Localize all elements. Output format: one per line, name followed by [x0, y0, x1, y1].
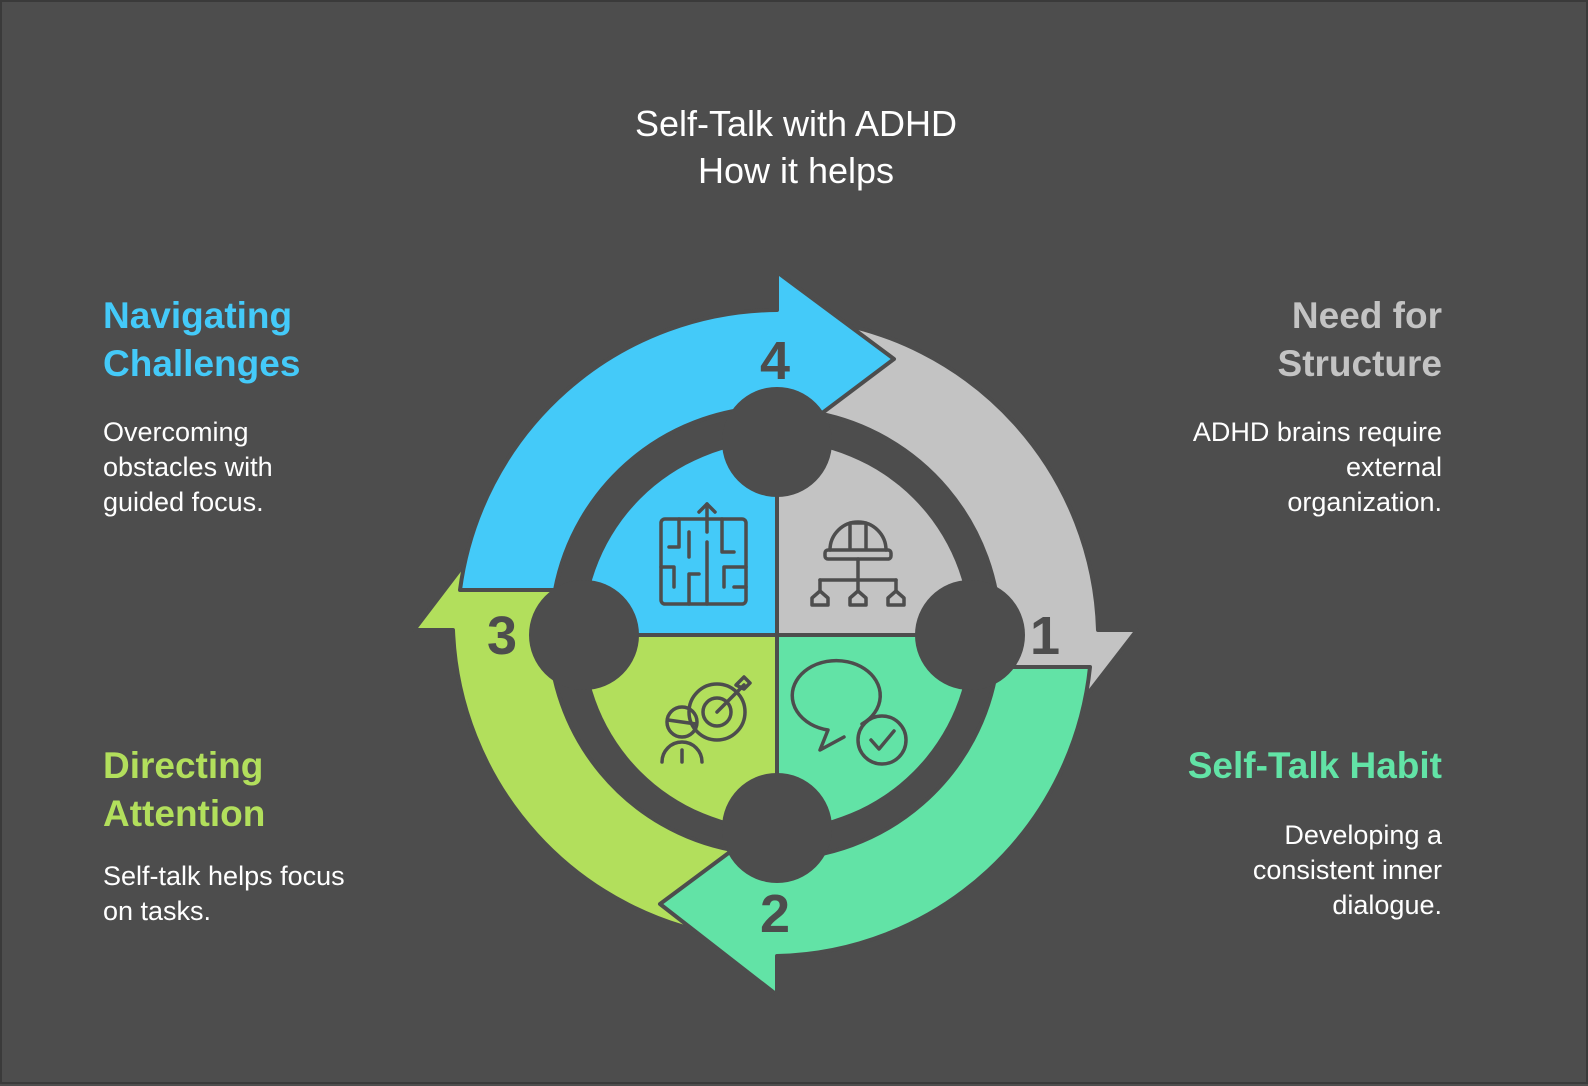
body-line: dialogue. — [1332, 890, 1442, 920]
heading-line: Need for — [1291, 295, 1442, 336]
heading-self-talk-habit: Self-Talk Habit — [1188, 742, 1442, 790]
step-number-1: 1 — [1030, 606, 1060, 666]
body-need-for-structure: ADHD brains require external organizatio… — [1193, 415, 1442, 520]
step-number-2: 2 — [760, 884, 790, 944]
heading-line: Attention — [103, 793, 266, 834]
speech-bubble-check-icon — [790, 658, 908, 766]
arrow-step-2 — [658, 665, 1092, 997]
body-line: Developing a — [1284, 820, 1442, 850]
body-self-talk-habit: Developing a consistent inner dialogue. — [1253, 818, 1442, 923]
heading-line: Self-Talk Habit — [1187, 745, 1442, 786]
body-line: Self-talk helps focus — [103, 861, 345, 891]
body-line: Overcoming — [103, 417, 249, 447]
quadrant-gray — [777, 442, 970, 635]
body-navigating-challenges: Overcoming obstacles with guided focus. — [103, 415, 273, 520]
maze-arrow-icon — [659, 502, 748, 606]
person-target-icon — [660, 675, 752, 764]
quadrant-green — [777, 635, 970, 828]
body-line: consistent inner — [1252, 855, 1442, 885]
step-number-3: 3 — [487, 606, 517, 666]
body-line: on tasks. — [103, 896, 212, 926]
title-line-2: How it helps — [697, 150, 895, 191]
body-line: ADHD brains require — [1192, 417, 1442, 447]
step-number-4: 4 — [760, 331, 790, 391]
heading-navigating-challenges: Navigating Challenges — [103, 292, 300, 388]
heading-directing-attention: Directing Attention — [103, 742, 265, 838]
center-quadrants — [529, 387, 1025, 883]
title-line-1: Self-Talk with ADHD — [634, 103, 958, 144]
heading-line: Directing — [103, 745, 264, 786]
body-line: organization. — [1287, 487, 1442, 517]
hard-hat-hierarchy-icon — [810, 520, 906, 607]
body-line: obstacles with — [103, 452, 273, 482]
arrow-step-1 — [815, 318, 1139, 746]
arrow-step-4 — [458, 270, 896, 592]
body-line: guided focus. — [103, 487, 264, 517]
body-directing-attention: Self-talk helps focus on tasks. — [103, 859, 345, 929]
quadrant-lime — [584, 635, 777, 828]
heading-line: Challenges — [103, 343, 301, 384]
arrow-step-3 — [412, 515, 734, 939]
heading-line: Navigating — [103, 295, 293, 336]
heading-need-for-structure: Need for Structure — [1278, 292, 1442, 388]
body-line: external — [1345, 452, 1442, 482]
heading-line: Structure — [1277, 343, 1442, 384]
